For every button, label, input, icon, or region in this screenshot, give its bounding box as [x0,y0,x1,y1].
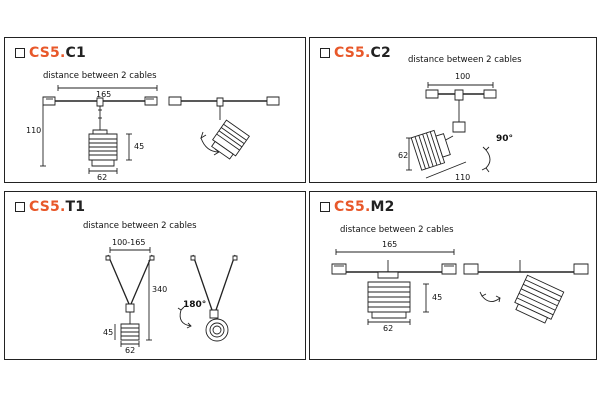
caption: distance between 2 cables [83,221,197,231]
code-suffix: C1 [65,45,86,61]
diagram-c2 [310,38,598,184]
caption: distance between 2 cables [340,225,454,235]
panel-title: CS5. T1 [15,199,85,215]
dim-width: 100 [455,72,471,81]
code-prefix: CS5. [334,199,371,215]
checkbox-icon [320,48,330,58]
dim-body-height: 45 [134,142,145,151]
panel-title: CS5. M2 [320,199,395,215]
code-suffix: C2 [370,45,391,61]
checkbox-icon [15,202,25,212]
dim-height: 340 [152,285,168,294]
caption: distance between 2 cables [408,55,522,65]
dim-body-height: 45 [432,293,443,302]
code-prefix: CS5. [29,45,66,61]
dim-body-width: 62 [383,324,394,333]
dim-body-height: 62 [398,151,409,160]
panel-cs5-c1: CS5. C1 distance between 2 cables [4,37,306,183]
panel-cs5-m2: CS5. M2 distance between 2 cables [309,191,597,360]
checkbox-icon [320,202,330,212]
panel-cs5-t1: CS5. T1 distance between 2 cables [4,191,306,360]
dim-width: 165 [96,90,112,99]
caption: distance between 2 cables [43,71,157,81]
code-prefix: CS5. [29,199,66,215]
dim-body-width: 62 [97,173,108,182]
code-suffix: T1 [65,199,86,215]
rotation-angle: 180° [183,300,207,310]
dim-width: 100-165 [112,238,146,247]
panel-title: CS5. C1 [15,45,86,61]
panel-cs5-c2: CS5. C2 distance between 2 cables [309,37,597,183]
dim-width: 165 [382,240,398,249]
dim-height: 110 [26,126,42,135]
code-suffix: M2 [370,199,395,215]
rotation-angle: 90° [496,134,514,144]
dim-body-width: 62 [125,346,136,355]
diagram-c1 [5,38,307,184]
dim-body-height: 45 [103,328,114,337]
dim-length: 110 [455,173,471,182]
checkbox-icon [15,48,25,58]
diagram-t1 [5,192,307,361]
diagram-m2 [310,192,598,361]
code-prefix: CS5. [334,45,371,61]
panel-title: CS5. C2 [320,45,391,61]
